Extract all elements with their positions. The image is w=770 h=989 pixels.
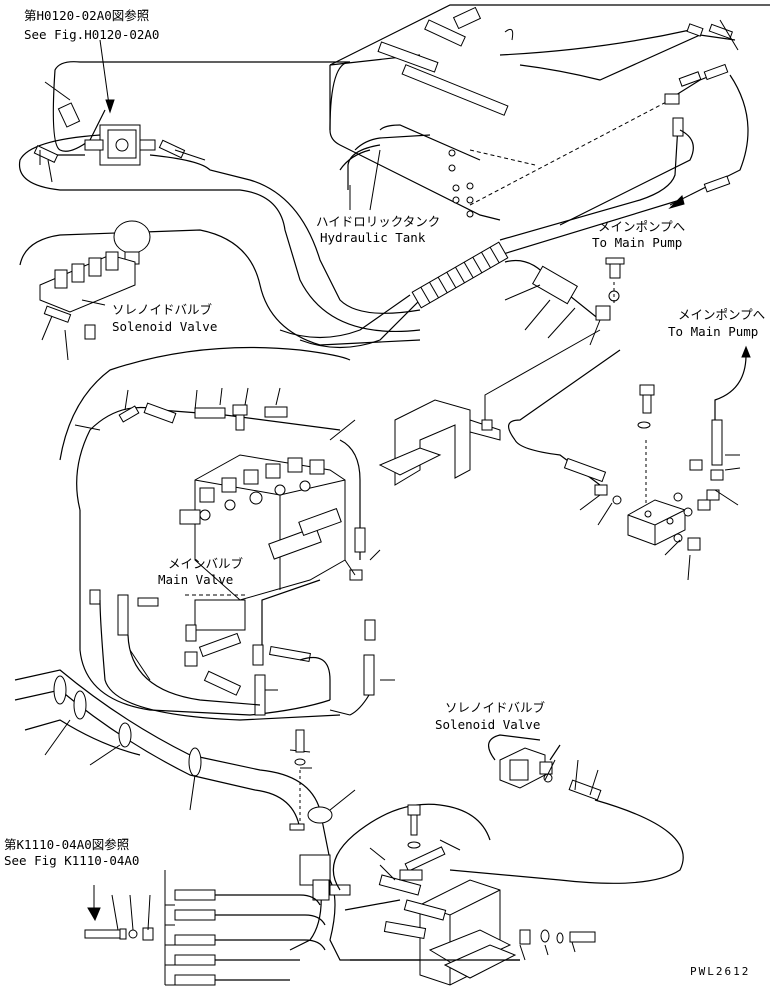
top-right-hoses: [499, 19, 749, 241]
hydraulic-tank-label-jp: ハイドロリックタンク: [316, 214, 440, 229]
main-pump-2-label-en: To Main Pump: [668, 324, 758, 339]
hydraulic-tank-icon: [329, 4, 770, 221]
solenoid-valve-icon: [18, 39, 421, 333]
block-icon: [514, 384, 741, 581]
main-pump-1-label-jp: メインポンプへ: [598, 219, 685, 234]
lower-hoses: [164, 870, 326, 986]
main-valve-icon: [59, 346, 395, 721]
main-valve-label-en: Main Valve: [158, 572, 233, 587]
main-pump-1-label-en: To Main Pump: [592, 235, 682, 250]
solenoid-1-label-en: Solenoid Valve: [112, 319, 217, 334]
lower-pipe-bundle: [14, 669, 520, 961]
main-valve-label-jp: メインバルブ: [168, 556, 244, 571]
drawing-code: PWL2612: [690, 965, 750, 978]
hydraulic-tank-label-en: Hydraulic Tank: [320, 230, 426, 245]
ref-bottom-label-jp: 第K1110-04A0図参照: [4, 837, 129, 852]
solenoid-2-icon: [449, 734, 684, 884]
ppc-valve-icon: [332, 803, 596, 986]
ref-top-label-en: See Fig.H0120-02A0: [24, 27, 159, 42]
return-hose-bundle: [279, 199, 681, 349]
ref-bottom-label-en: See Fig K1110-04A0: [4, 853, 139, 868]
bolt-icon: [84, 885, 154, 941]
solenoid-2-label-en: Solenoid Valve: [435, 717, 540, 732]
ref-top-label-jp: 第H0120-02A0図参照: [24, 8, 149, 23]
solenoid-1-label-jp: ソレノイドバルブ: [112, 302, 213, 317]
bracket-icon: [378, 329, 621, 486]
main-pump-2-label-jp: メインポンプへ: [678, 307, 765, 322]
accumulator-icon: [19, 220, 421, 361]
solenoid-2-label-jp: ソレノイドバルブ: [445, 700, 546, 715]
